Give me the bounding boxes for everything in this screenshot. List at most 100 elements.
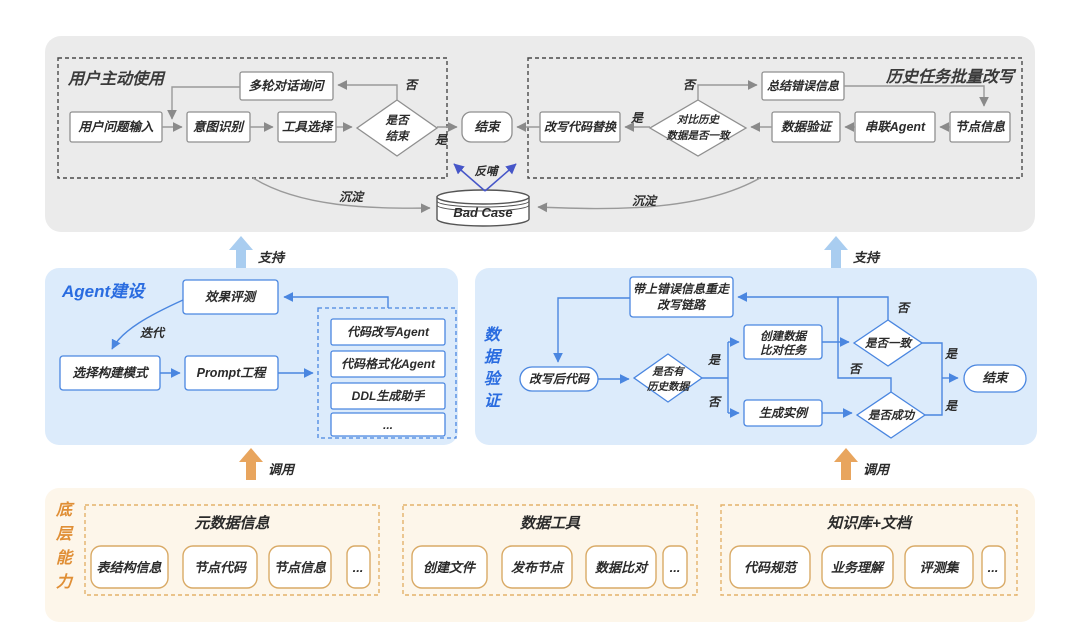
base-title-char-1: 层 xyxy=(55,526,74,543)
decision-consistent xyxy=(852,319,924,367)
arrow-iterate xyxy=(111,299,184,350)
base-title-char-0: 底 xyxy=(55,501,75,519)
agent-item-1-label: 代码格式化Agent xyxy=(341,357,436,371)
agent-item-3-label: ... xyxy=(383,418,393,432)
invoke-arrow-right-icon xyxy=(834,448,858,480)
base-item-biz-understanding xyxy=(821,545,894,589)
node-node-info-label: 节点信息 xyxy=(955,120,1006,134)
invoke-arrow-left-icon xyxy=(239,448,263,480)
base-item-data-compare-label: 数据比对 xyxy=(595,560,649,575)
decision-is-finished-line1: 是否 xyxy=(385,114,411,127)
base-item-code-standard-label: 代码规范 xyxy=(744,560,799,575)
arrow-multiturn-back xyxy=(167,86,240,120)
label-consistent-no: 否 xyxy=(897,301,911,315)
line-success-no-retry xyxy=(837,297,892,392)
history-flow-group-border xyxy=(527,57,1023,179)
user-flow-title: 用户主动使用 xyxy=(67,70,166,88)
node-evaluate xyxy=(182,279,279,315)
base-group-knowledge-title: 知识库+文档 xyxy=(826,514,914,532)
support-label-right: 支持 xyxy=(853,250,881,265)
node-chain-agent-label: 串联Agent xyxy=(865,120,926,134)
arrow-settle-right xyxy=(537,177,761,213)
base-item-tools-more-label: ... xyxy=(670,560,681,575)
base-group-metadata-border xyxy=(84,504,380,596)
arrow-compare-summarize xyxy=(697,80,758,100)
base-group-tools-title: 数据工具 xyxy=(520,515,581,532)
node-prompt-eng-label: Prompt工程 xyxy=(197,366,268,380)
decision-is-finished-line2: 结束 xyxy=(386,130,411,143)
base-item-create-file-label: 创建文件 xyxy=(423,560,477,575)
base-item-node-code xyxy=(182,545,258,589)
validation-title-char-0: 数 xyxy=(484,326,503,344)
label-no-right: 否 xyxy=(683,78,697,92)
label-yes-left: 是 xyxy=(434,133,448,147)
label-success-yes: 是 xyxy=(944,399,958,413)
line-success-yes xyxy=(925,378,943,416)
base-item-code-standard xyxy=(729,545,811,589)
label-success-no: 否 xyxy=(849,362,863,376)
base-group-tools-border xyxy=(402,504,698,596)
base-item-publish-node xyxy=(501,545,573,589)
label-yes-right: 是 xyxy=(630,111,644,125)
arrow-decision-multiturn xyxy=(337,80,398,100)
base-item-tools-more xyxy=(662,545,688,589)
agent-item-2-label: DDL生成助手 xyxy=(352,389,426,403)
decision-consistent-label: 是否一致 xyxy=(864,337,913,350)
base-item-node-code-label: 节点代码 xyxy=(194,560,248,575)
arrow-consistent-no-retry xyxy=(737,292,889,320)
node-evaluate-label: 效果评测 xyxy=(205,290,258,304)
agent-list-border xyxy=(317,307,457,439)
agent-item-3 xyxy=(330,412,446,437)
base-item-knowledge-more-label: ... xyxy=(988,560,999,575)
decision-compare-history xyxy=(648,99,748,157)
history-flow-title: 历史任务批量改写 xyxy=(885,68,1017,86)
decision-compare-history-line2: 数据是否一致 xyxy=(667,129,732,142)
decision-is-finished xyxy=(355,99,439,157)
node-gen-instance-label: 生成实例 xyxy=(759,406,809,420)
arrow-settle-left xyxy=(252,177,431,214)
badcase-cylinder-line2 xyxy=(436,204,530,212)
node-create-compare-line2: 比对任务 xyxy=(760,344,807,357)
badcase-label: Bad Case xyxy=(453,205,512,220)
node-rewrite-replace-label: 改写代码替换 xyxy=(544,120,617,134)
agent-item-2 xyxy=(330,382,446,410)
line-consistent-yes xyxy=(922,342,943,378)
arrow-feedback-right xyxy=(484,163,517,192)
node-choose-mode-label: 选择构建模式 xyxy=(72,366,150,380)
node-multi-turn xyxy=(239,71,334,101)
label-iterate: 迭代 xyxy=(140,326,166,340)
base-group-knowledge-border xyxy=(720,504,1018,596)
agent-item-0 xyxy=(330,318,446,346)
label-consistent-yes: 是 xyxy=(944,347,958,361)
decision-success xyxy=(855,391,927,439)
arrow-feedback-left xyxy=(453,163,486,192)
node-end-validation-label: 结束 xyxy=(982,371,1010,385)
base-title-char-3: 力 xyxy=(56,573,74,591)
label-hashistory-no: 否 xyxy=(708,395,722,409)
label-settle-left: 沉淀 xyxy=(339,190,365,204)
base-item-eval-set-label: 评测集 xyxy=(919,560,960,575)
base-item-metadata-more-label: ... xyxy=(353,560,364,575)
base-item-knowledge-more xyxy=(981,545,1006,589)
agent-item-0-label: 代码改写Agent xyxy=(347,325,430,339)
base-item-create-file xyxy=(411,545,488,589)
support-arrow-left-icon xyxy=(229,236,253,268)
agent-item-1 xyxy=(330,350,446,378)
label-settle-right: 沉淀 xyxy=(632,194,658,208)
support-label-left: 支持 xyxy=(258,250,286,265)
invoke-label-right: 调用 xyxy=(863,462,891,477)
label-feedback: 反哺 xyxy=(475,165,500,178)
node-user-input-label: 用户问题输入 xyxy=(77,120,154,134)
base-item-biz-understanding-label: 业务理解 xyxy=(831,560,886,575)
arrow-agents-evaluate xyxy=(283,292,389,308)
decision-compare-history-line1: 对比历史 xyxy=(677,113,720,126)
base-item-table-schema-label: 表结构信息 xyxy=(96,560,162,575)
node-summarize-error-label: 总结错误信息 xyxy=(767,79,840,93)
validation-title-char-1: 据 xyxy=(484,348,503,366)
support-arrow-right-icon xyxy=(824,236,848,268)
invoke-label-left: 调用 xyxy=(268,462,296,477)
decision-success-label: 是否成功 xyxy=(867,409,915,422)
node-retry-line2: 改写链路 xyxy=(657,298,707,312)
